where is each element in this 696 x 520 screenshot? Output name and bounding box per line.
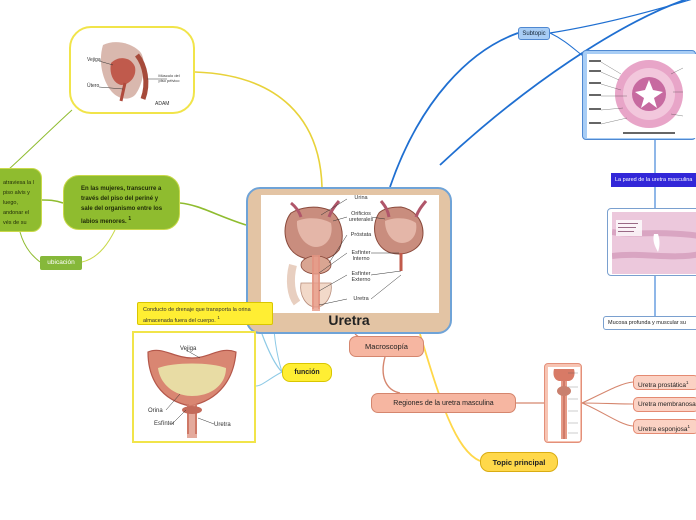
label-esfinter-externo: Esfínter Externo: [351, 271, 371, 283]
region-esponjosa-ref: 1: [687, 424, 691, 429]
region-prostatica[interactable]: Uretra prostática1: [633, 375, 696, 390]
link-subtopic-image: [549, 32, 584, 57]
male-urethra-illustration: [553, 369, 578, 439]
conduit-ref: 1: [217, 315, 220, 320]
link-central-pelvis-image: [194, 71, 323, 188]
urethra-cross-section-image: [587, 54, 696, 138]
label-orina: Urina: [354, 195, 368, 201]
region-prostatica-label: Uretra prostática: [638, 382, 687, 390]
link-pelvis-left: [7, 109, 73, 171]
mucosa-node[interactable]: Mucosa profunda y muscular su: [603, 316, 696, 330]
label-prostata: Próstata: [350, 232, 372, 238]
region-esponjosa-label: Uretra esponjosa: [638, 426, 688, 434]
bladder-label-esfinter: Esfínter: [154, 421, 175, 427]
subtopic-node[interactable]: Subtopic: [518, 27, 550, 40]
topic-principal-node[interactable]: Topic principal: [480, 452, 558, 472]
link-central-topic: [419, 333, 481, 462]
region-membranosa-label: Uretra membranosa: [638, 401, 696, 408]
conduit-text: Conducto de drenaje que transporta la or…: [143, 307, 251, 324]
link-women-left: [41, 199, 64, 204]
region-membranosa[interactable]: Uretra membranosa: [633, 397, 696, 412]
histology-image-node[interactable]: [607, 208, 696, 276]
label-esfinter-interno: Esfínter Interno: [351, 250, 371, 262]
pared-uretra-tag[interactable]: La pared de la uretra masculina: [611, 173, 696, 187]
link-top-branch: [439, 0, 688, 166]
pelvis-image-node[interactable]: Vejiga Útero Músculo del piso pélvico AD…: [69, 26, 195, 114]
cross-section-illustration: [589, 60, 684, 134]
bladder-label-uretra: Uretra: [214, 422, 231, 428]
bladder-image-node[interactable]: Vejiga Orina Esfínter Uretra: [132, 331, 256, 443]
urethra-anatomy-illustration: [284, 198, 428, 311]
link-ubicacion-women: [81, 229, 116, 263]
adam-logo: ADAM: [155, 101, 170, 107]
regiones-node[interactable]: Regiones de la uretra masculina: [371, 393, 516, 413]
central-title: Uretra: [328, 312, 370, 328]
bladder-label-vejiga: Vejiga: [180, 346, 197, 352]
women-urethra-ref: 1: [128, 216, 132, 222]
pelvis-label-utero: Útero: [87, 83, 100, 89]
left-partial-node[interactable]: atraviesa la l piso alvis y luego, andon…: [0, 168, 42, 232]
histology-image: [611, 212, 696, 274]
bladder-image: Vejiga Orina Esfínter Uretra: [140, 338, 248, 438]
bladder-label-orina: Orina: [148, 408, 163, 414]
histology-illustration: [611, 212, 696, 274]
link-central-funcion: [261, 333, 283, 373]
label-uretra: Uretra: [353, 296, 369, 302]
link-macroscopia-regiones: [382, 356, 401, 394]
male-urethra-image: [548, 367, 580, 441]
region-prostatica-ref: 1: [686, 380, 689, 385]
link-image-esponjosa: [581, 402, 634, 427]
pelvis-label-musculo: Músculo del piso pélvico: [158, 73, 180, 83]
central-topic-uretra[interactable]: Urina Orificios ureterales Próstata Esfí…: [246, 187, 452, 334]
link-image-membranosa: [581, 402, 634, 405]
link-central-women: [179, 202, 247, 226]
pelvis-image: Vejiga Útero Músculo del piso pélvico AD…: [85, 35, 181, 109]
link-funcion-bladder: [255, 371, 283, 387]
funcion-node[interactable]: función: [282, 363, 332, 382]
link-image-prostatica: [581, 381, 634, 404]
pelvis-label-vejiga: Vejiga: [87, 57, 101, 63]
conduit-caption[interactable]: Conducto de drenaje que transporta la or…: [137, 302, 273, 325]
link-left-ubicacion: [19, 231, 41, 263]
urethra-cross-section-node[interactable]: [582, 50, 696, 140]
label-orificios-ureterales: Orificios ureterales: [348, 211, 374, 223]
women-urethra-text: En las mujeres, transcurre a través del …: [81, 186, 163, 225]
macroscopia-node[interactable]: Macroscopía: [349, 336, 424, 357]
left-partial-text: atraviesa la l piso alvis y luego, andon…: [3, 180, 34, 226]
link-central-subtopic: [389, 32, 519, 188]
male-urethra-image-node[interactable]: [544, 363, 582, 443]
link-subtopic-top: [549, 0, 692, 34]
region-esponjosa[interactable]: Uretra esponjosa1: [633, 419, 696, 434]
ubicacion-tag[interactable]: ubicación: [40, 256, 82, 270]
bladder-illustration: [147, 349, 237, 438]
urethra-anatomy-image: Urina Orificios ureterales Próstata Esfí…: [261, 195, 439, 313]
women-urethra-node[interactable]: En las mujeres, transcurre a través del …: [63, 175, 180, 230]
female-pelvis-illustration: [98, 42, 167, 102]
